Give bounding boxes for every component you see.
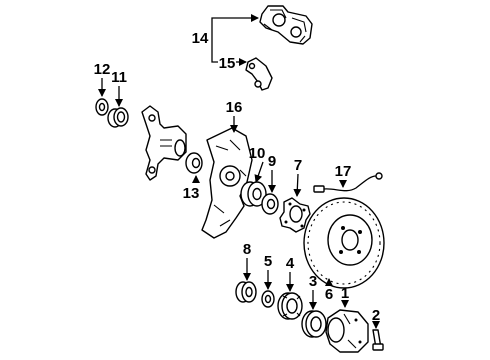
abs-sensor-wire xyxy=(313,172,383,193)
callout-15: 15 xyxy=(219,55,236,72)
lock-nut xyxy=(277,292,303,320)
callout-13: 13 xyxy=(183,185,200,202)
locking-hub xyxy=(325,309,369,353)
leader-lines xyxy=(98,14,380,329)
spindle-nut xyxy=(95,98,109,116)
callout-3: 3 xyxy=(309,273,317,290)
callout-17: 17 xyxy=(335,163,352,180)
washer xyxy=(261,290,275,308)
wheel-bearing xyxy=(240,181,267,207)
outer-bearing xyxy=(235,281,257,303)
callout-9: 9 xyxy=(268,153,276,170)
steering-knuckle xyxy=(141,105,187,181)
wheel-hub xyxy=(279,197,311,233)
callout-6: 6 xyxy=(325,286,333,303)
grease-seal xyxy=(107,107,129,128)
callout-11: 11 xyxy=(111,69,127,86)
brake-rotor xyxy=(303,197,385,289)
callout-14: 14 xyxy=(192,30,209,47)
callout-12: 12 xyxy=(94,61,111,78)
bearing-race xyxy=(261,193,279,215)
hub-seal xyxy=(301,310,327,338)
dust-shield xyxy=(201,127,253,239)
caliper-bracket xyxy=(245,57,273,91)
callout-labels: 1 2 3 4 5 6 7 8 9 10 11 12 13 14 15 16 1… xyxy=(94,30,381,324)
callout-10: 10 xyxy=(249,145,266,162)
callout-7: 7 xyxy=(294,157,302,174)
callout-4: 4 xyxy=(286,255,295,272)
inner-bearing-race xyxy=(185,152,203,174)
callout-5: 5 xyxy=(264,253,272,270)
callout-16: 16 xyxy=(226,99,243,116)
brake-caliper xyxy=(259,5,313,45)
callout-2: 2 xyxy=(372,307,380,324)
callout-1: 1 xyxy=(341,285,349,302)
hub-bolt xyxy=(372,329,384,351)
callout-8: 8 xyxy=(243,241,251,258)
